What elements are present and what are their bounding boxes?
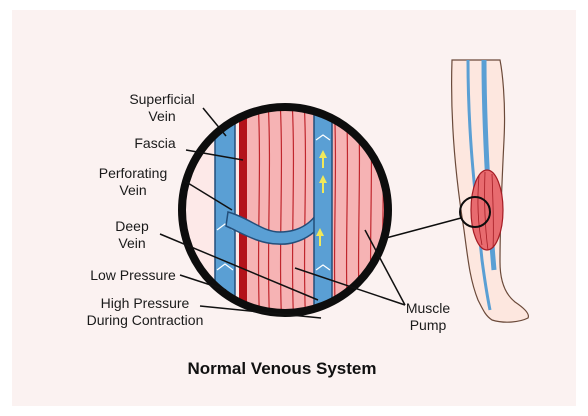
label-deep-vein-1: Deep	[115, 218, 149, 234]
label-deep-vein-2: Vein	[118, 235, 145, 251]
label-muscle-pump-2: Pump	[410, 317, 447, 333]
label-superficial-vein-2: Vein	[148, 108, 175, 124]
label-superficial-vein-1: Superficial	[129, 91, 194, 107]
calf-muscle	[471, 170, 503, 250]
label-high-pressure-2: During Contraction	[87, 312, 204, 328]
fascia-band	[239, 100, 247, 330]
magnified-view	[182, 100, 397, 330]
label-perforating-vein-2: Vein	[119, 182, 146, 198]
label-high-pressure-1: High Pressure	[101, 295, 190, 311]
diagram-title: Normal Venous System	[188, 359, 377, 378]
leg-illustration	[386, 60, 528, 322]
label-fascia: Fascia	[134, 135, 175, 151]
label-perforating-vein-1: Perforating	[99, 165, 167, 181]
label-muscle-pump-1: Muscle	[406, 300, 451, 316]
label-low-pressure: Low Pressure	[90, 267, 176, 283]
